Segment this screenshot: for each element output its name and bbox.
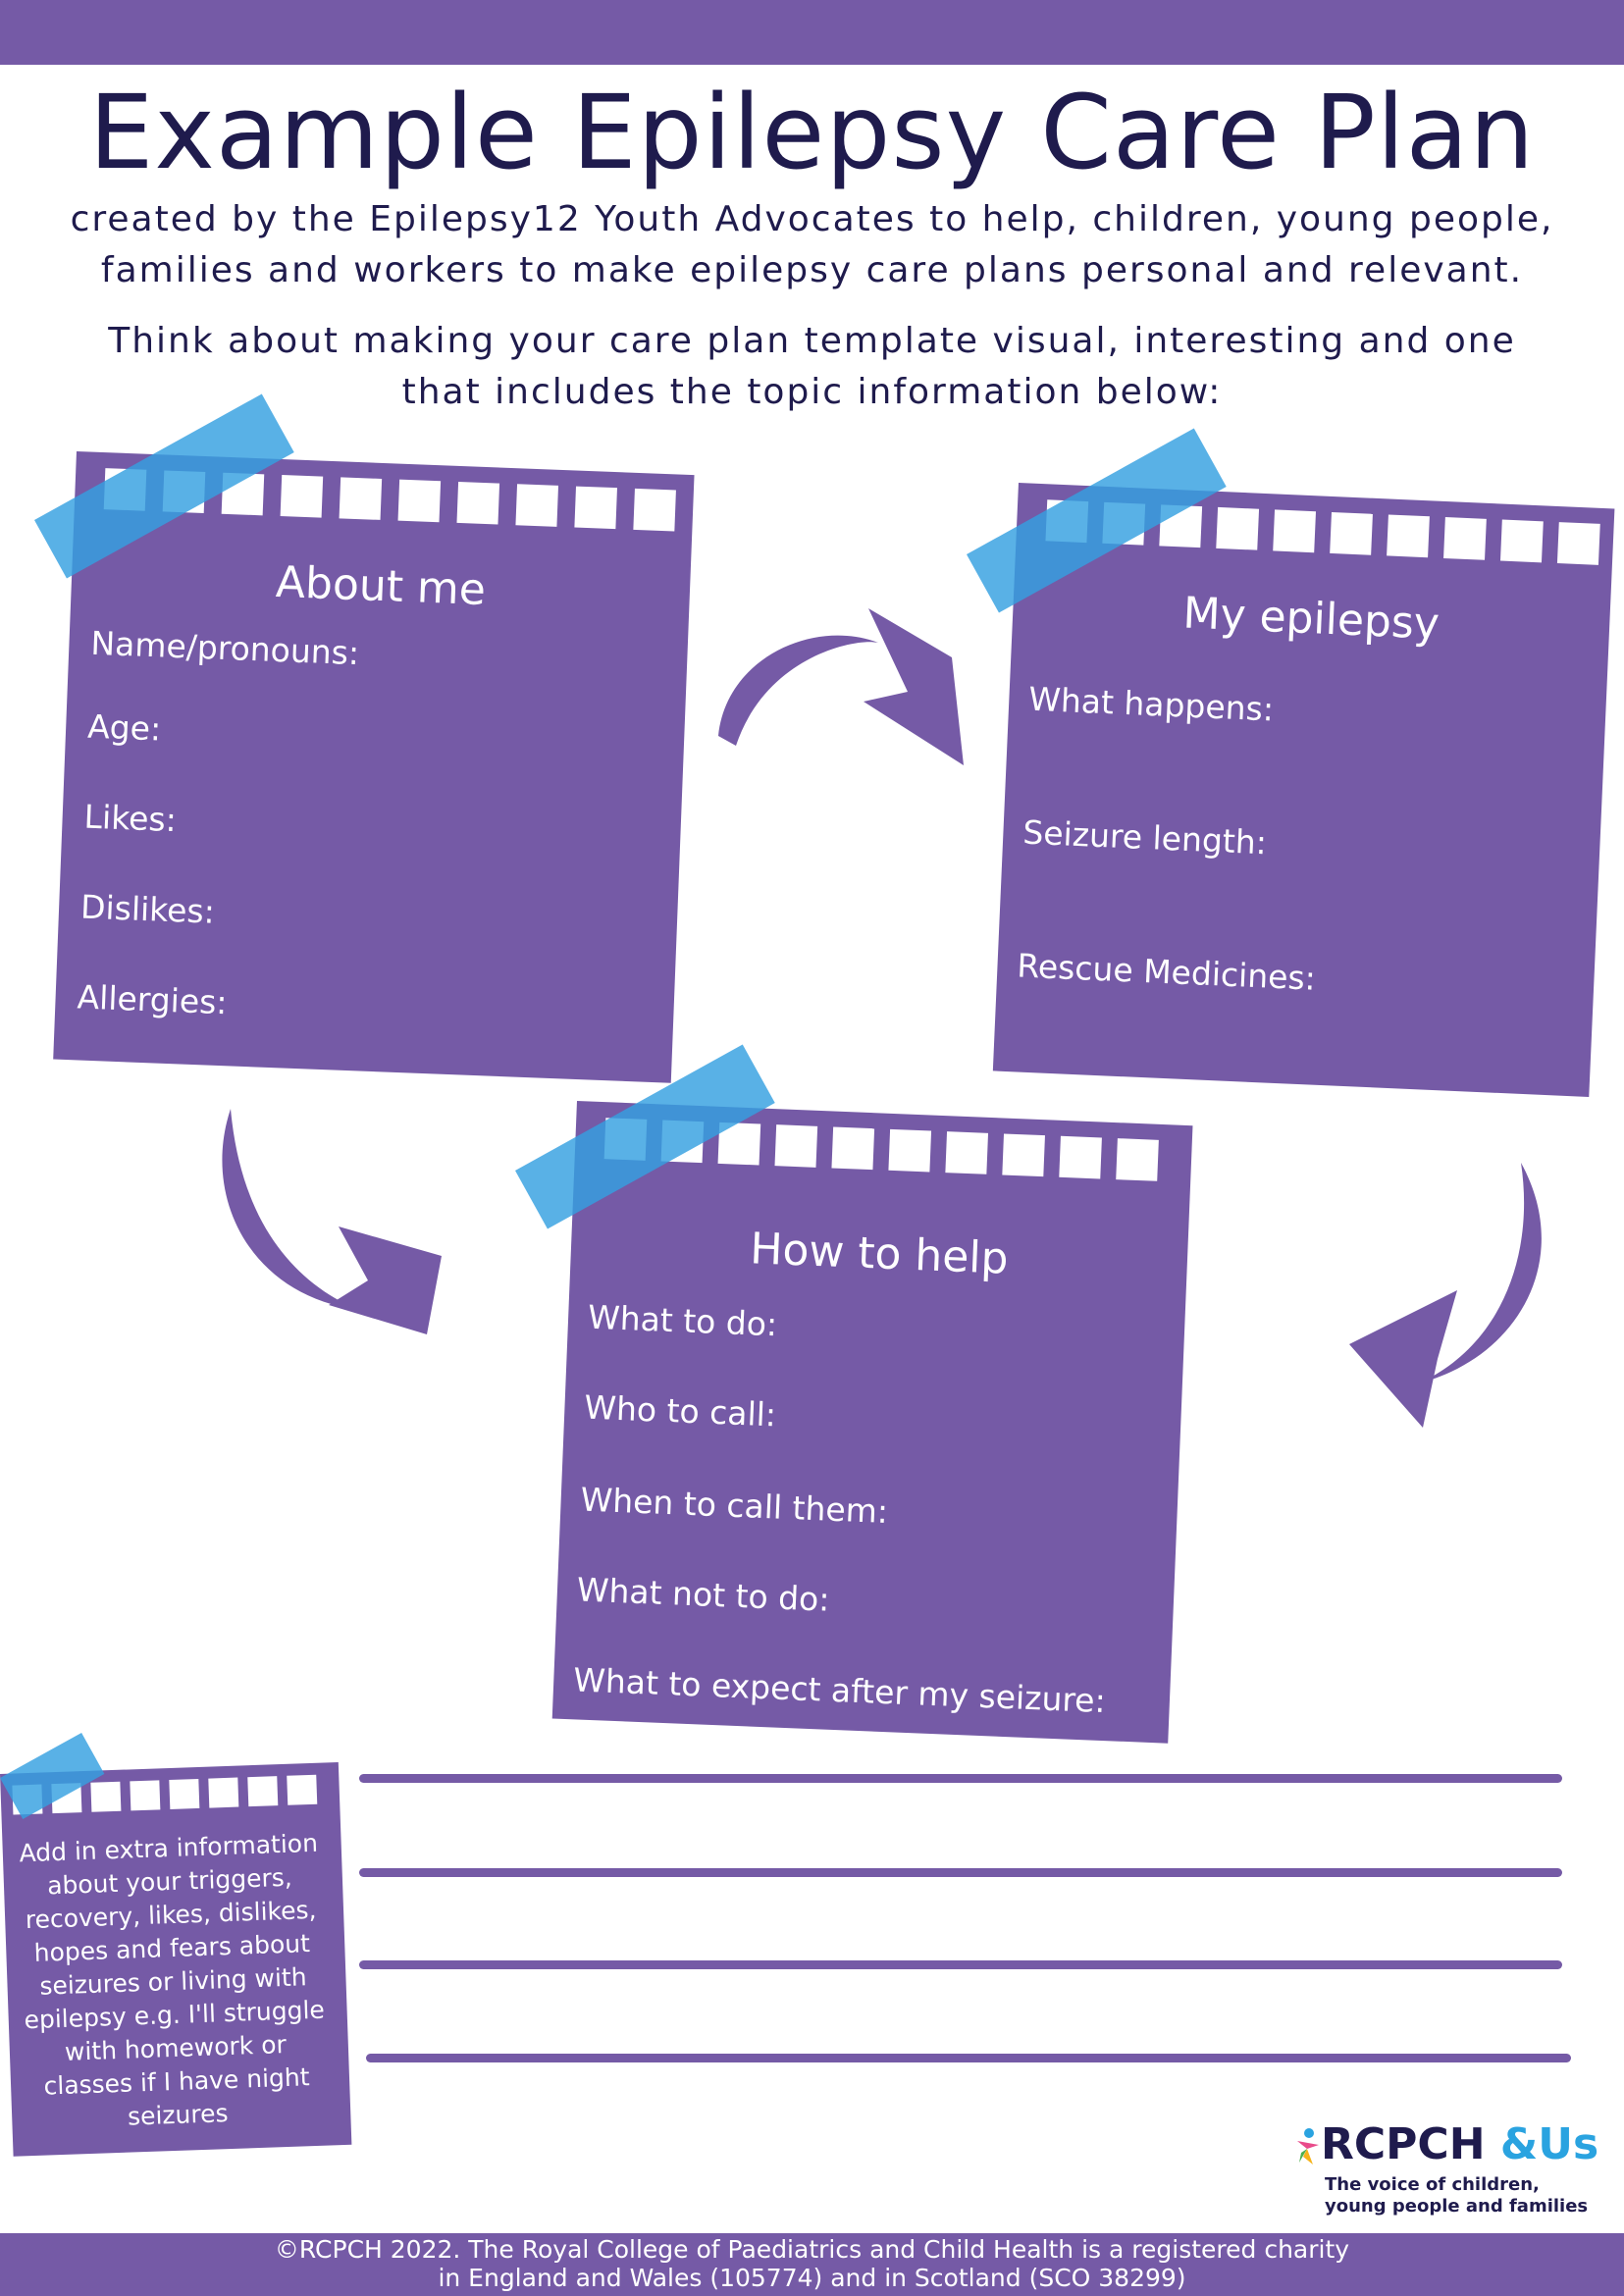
field-allergies: Allergies: <box>76 977 229 1022</box>
footer-line-1: ©RCPCH 2022. The Royal College of Paedia… <box>274 2235 1350 2264</box>
field-who-to-call: Who to call: <box>583 1387 777 1435</box>
about-me-title: About me <box>275 556 487 616</box>
write-in-line <box>366 2054 1571 2062</box>
field-rescue-medicines: Rescue Medicines: <box>1016 946 1317 998</box>
curved-arrow-icon <box>718 608 964 765</box>
intro-line-1: Think about making your care plan templa… <box>108 321 1516 361</box>
intro-text: Think about making your care plan templa… <box>20 316 1604 418</box>
write-in-line <box>359 1774 1562 1783</box>
field-likes: Likes: <box>82 797 178 840</box>
curved-arrow-icon <box>222 1109 442 1334</box>
figure-icon <box>1297 2128 1319 2165</box>
field-what-to-expect: What to expect after my seizure: <box>572 1660 1107 1721</box>
my-epilepsy-card: My epilepsy What happens: Seizure length… <box>992 483 1615 1097</box>
field-name-pronouns: Name/pronouns: <box>89 623 360 673</box>
field-what-happens: What happens: <box>1027 679 1275 729</box>
extra-info-card: Add in extra information about your trig… <box>0 1761 352 2157</box>
subtitle-line-1: created by the Epilepsy12 Youth Advocate… <box>70 199 1554 239</box>
how-to-help-title: How to help <box>749 1224 1010 1284</box>
rcpch-logo: RCPCH &Us The voice of children, young p… <box>1293 2119 1617 2217</box>
logo-tagline-1: The voice of children, <box>1325 2174 1540 2195</box>
curved-arrow-icon <box>1349 1163 1542 1428</box>
subtitle: created by the Epilepsy12 Youth Advocate… <box>20 194 1604 296</box>
logo-tagline-2: young people and families <box>1325 2196 1589 2217</box>
field-age: Age: <box>86 706 162 749</box>
subtitle-line-2: families and workers to make epilepsy ca… <box>100 250 1524 290</box>
top-banner <box>0 0 1624 65</box>
how-to-help-card: How to help What to do: Who to call: Whe… <box>551 1101 1193 1744</box>
intro-line-2: that includes the topic information belo… <box>401 372 1223 412</box>
footer-text: ©RCPCH 2022. The Royal College of Paedia… <box>0 2235 1624 2292</box>
logo-name: RCPCH <box>1321 2119 1486 2169</box>
footer-banner <box>0 2233 1624 2296</box>
my-epilepsy-title: My epilepsy <box>1181 588 1441 650</box>
logo-suffix: &Us <box>1499 2119 1599 2169</box>
field-what-to-do: What to do: <box>587 1297 778 1344</box>
field-when-to-call: When to call them: <box>579 1480 889 1532</box>
about-me-card: About me Name/pronouns: Age: Likes: Disl… <box>53 451 695 1083</box>
field-dislikes: Dislikes: <box>79 887 216 931</box>
extra-info-text: Add in extra information about your trig… <box>19 1828 326 2131</box>
field-seizure-length: Seizure length: <box>1022 812 1268 862</box>
write-in-line <box>359 1960 1562 1969</box>
page-title: Example Epilepsy Care Plan <box>88 73 1536 192</box>
write-in-line <box>359 1868 1562 1877</box>
footer-line-2: in England and Wales (105774) and in Sco… <box>438 2264 1186 2292</box>
field-what-not-to-do: What not to do: <box>576 1570 831 1619</box>
